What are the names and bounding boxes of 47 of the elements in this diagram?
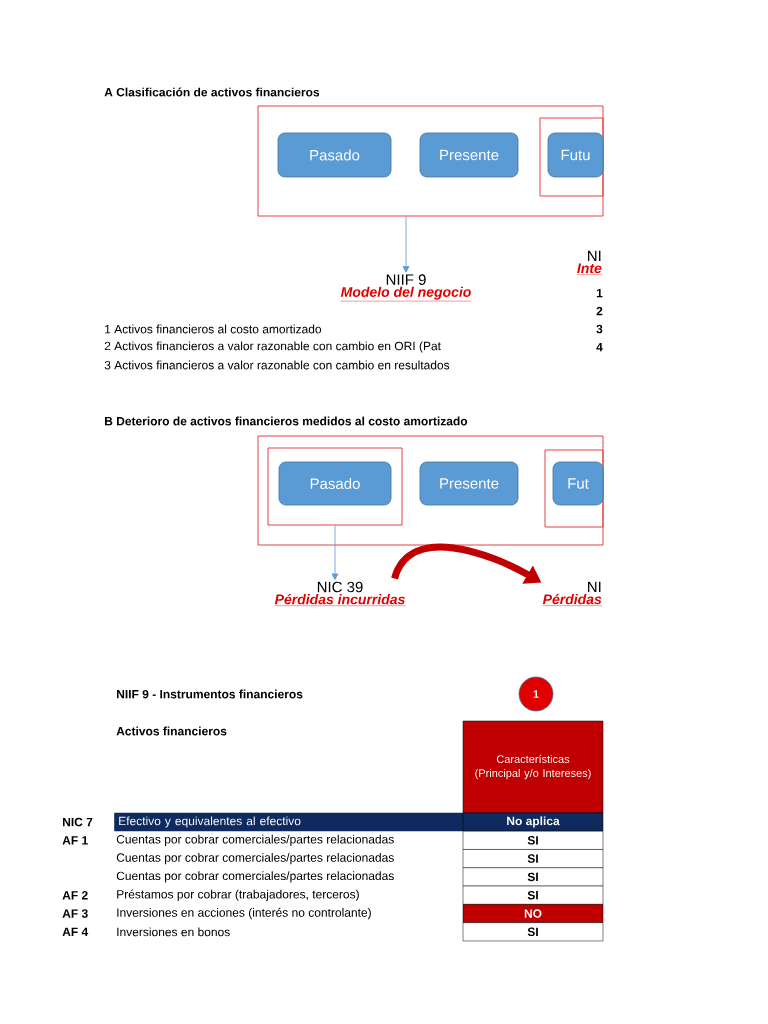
list-number: 3 — [596, 324, 603, 334]
standard-heading: NIIF 9 Modelo del negocio — [340, 274, 472, 302]
table-cell: Inversiones en acciones (interés no controlante) — [117, 907, 371, 920]
table-cell: SI — [462, 885, 604, 905]
frame-box — [539, 117, 604, 197]
table-cell: No aplica — [462, 812, 604, 832]
table-cell: SI — [462, 849, 604, 868]
list-item: 2 Activos financieros a valor razonable con cambio en ORI (Pat — [104, 341, 441, 353]
list-number: 1 — [596, 288, 603, 298]
table-cell: Préstamos por cobrar (trabajadores, terceros) — [117, 889, 359, 901]
rounded-box: Fut — [552, 461, 604, 506]
table-cell: SI — [462, 922, 604, 942]
number-badge: 1 — [518, 676, 554, 712]
table-cell: SI — [462, 830, 604, 850]
section-heading: B Deterioro de activos financieros medidos al costo amortizado — [105, 416, 468, 426]
table-subtitle: Activos financieros — [116, 726, 227, 736]
table-cell: Cuentas por cobrar comerciales/partes relacionadas — [116, 834, 394, 846]
row-code: AF 1 — [62, 836, 88, 845]
rounded-box: Presente — [419, 132, 519, 178]
rounded-box: Futu — [547, 132, 604, 178]
arrow — [402, 216, 410, 273]
frame-box — [267, 447, 403, 526]
table-cell: Inversiones en bonos — [117, 927, 230, 937]
table-cell: NO — [462, 904, 604, 923]
list-item: 1 Activos financieros al costo amortizado — [105, 324, 322, 334]
rounded-box: Presente — [419, 461, 519, 506]
section-heading: A Clasificación de activos financieros — [104, 87, 320, 97]
row-code: AF 2 — [62, 891, 88, 900]
list-number: 2 — [596, 306, 603, 316]
arrow — [331, 525, 339, 580]
row-code: AF 3 — [62, 909, 88, 918]
list-number: 4 — [596, 342, 603, 352]
standard-heading: NI Inte — [576, 250, 602, 275]
header-cell: Características (Principal y/o Intereses) — [462, 720, 604, 814]
table-title: NIIF 9 - Instrumentos financieros — [117, 689, 303, 699]
table-cell: Cuentas por cobrar comerciales/partes relacionadas — [116, 853, 394, 865]
frame-box — [257, 105, 604, 217]
standard-heading: NIC 39 Pérdidas incurridas — [274, 581, 406, 606]
row-code: AF 4 — [62, 927, 89, 936]
rounded-box: Pasado — [278, 461, 392, 506]
table-cell: Cuentas por cobrar comerciales/partes relacionadas — [116, 871, 394, 883]
row-code: NIC 7 — [63, 817, 93, 827]
frame-box — [544, 449, 604, 528]
list-item: 3 Activos financieros a valor razonable con cambio en resultados — [104, 360, 450, 370]
standard-heading: NI Pérdidas — [542, 581, 602, 606]
rounded-box: Pasado — [277, 132, 392, 178]
frame-box — [257, 435, 604, 546]
